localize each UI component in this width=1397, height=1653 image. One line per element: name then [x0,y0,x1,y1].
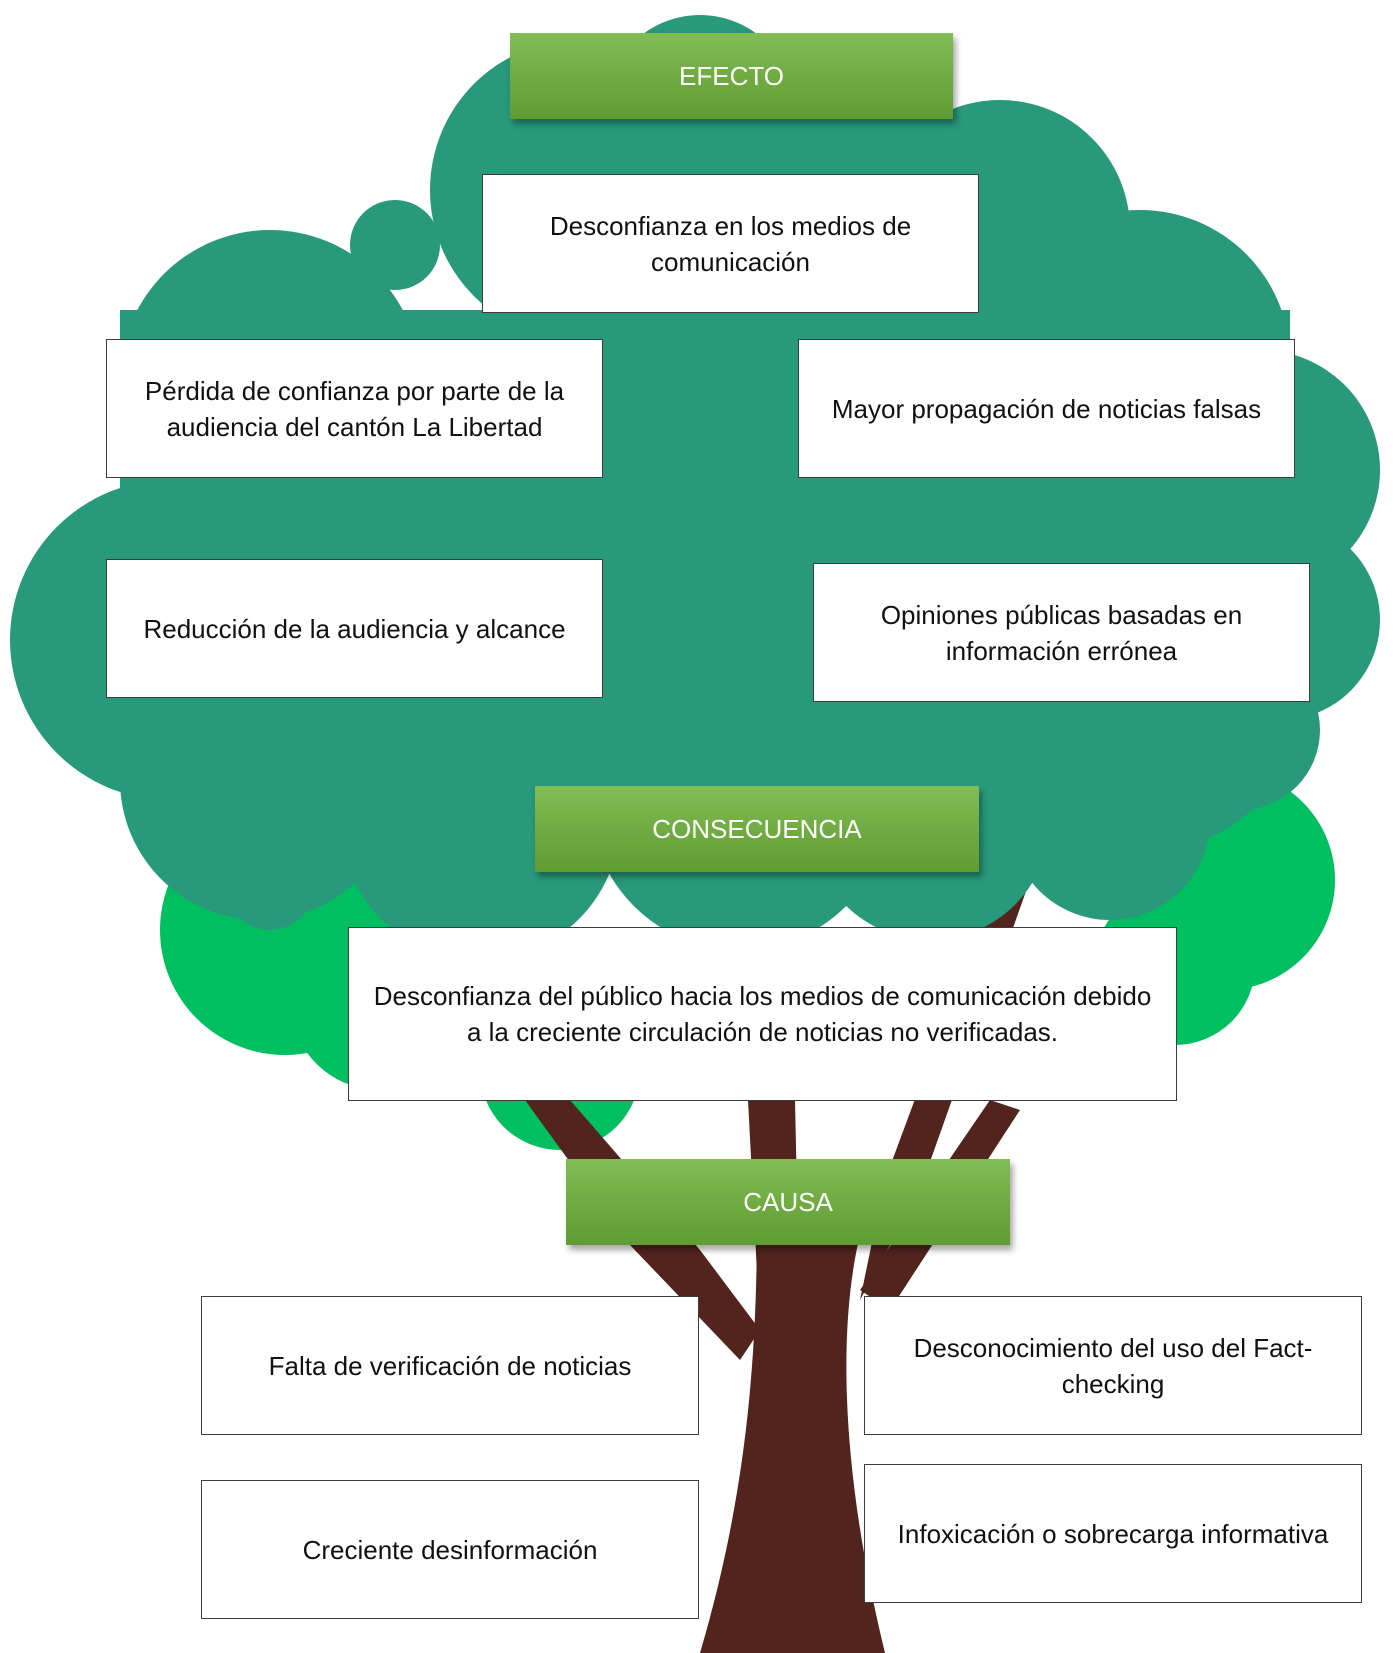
cause-box-infoxication: Infoxicación o sobrecarga informativa [864,1464,1362,1603]
cause-box-fact-checking: Desconocimiento del uso del Fact-checkin… [864,1296,1362,1435]
effect-box-fake-news-spread: Mayor propagación de noticias falsas [798,339,1295,478]
cause-box-no-verification: Falta de verificación de noticias [201,1296,699,1435]
consequence-banner: CONSECUENCIA [535,786,979,872]
cause-box-disinformation: Creciente desinformación [201,1480,699,1619]
consequence-box: Desconfianza del público hacia los medio… [348,927,1177,1101]
cause-banner: CAUSA [566,1159,1010,1245]
effect-box-audience-reduction: Reducción de la audiencia y alcance [106,559,603,698]
effect-box-main: Desconfianza en los medios de comunicaci… [482,174,979,313]
effect-banner: EFECTO [510,33,953,119]
effect-box-audience-trust: Pérdida de confianza por parte de la aud… [106,339,603,478]
effect-box-public-opinion: Opiniones públicas basadas en informació… [813,563,1310,702]
